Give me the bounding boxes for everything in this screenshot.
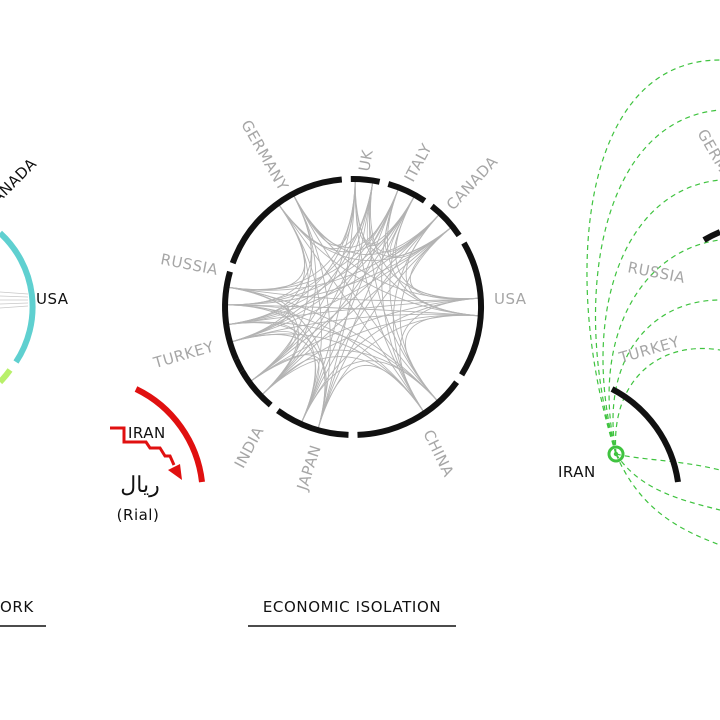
center-chord [226, 213, 441, 291]
center-chord [260, 194, 416, 397]
left-label-usa: USA [36, 290, 69, 308]
center-arc-italy [387, 181, 427, 204]
center-chord [249, 349, 439, 403]
left-panel: ANADA USA ORK [0, 154, 69, 627]
iran-currency-native: ریال [120, 473, 159, 498]
center-caption: ECONOMIC ISOLATION [263, 598, 441, 616]
center-chord [226, 286, 481, 302]
center-arc-germany [229, 176, 343, 265]
center-label-germany: GERMANY [237, 117, 292, 194]
center-label-usa: USA [494, 290, 527, 308]
left-lime-arc [0, 368, 13, 385]
right-label-russia: RUSSIA [626, 258, 687, 287]
center-chord [260, 358, 320, 425]
iran-inset-label: IRAN [128, 424, 166, 442]
center-chord [354, 178, 425, 414]
right-label-germany: GERM [694, 126, 720, 175]
center-arc-canada [429, 203, 462, 238]
center-panel: GERMANY UK ITALY CANADA USA CHINA JAPAN … [151, 117, 527, 627]
iran-rial-inset: IRAN ریال (Rial) [110, 386, 205, 524]
center-chord [317, 194, 416, 431]
center-chord [226, 297, 481, 326]
center-chord [300, 213, 441, 425]
center-arc-china [357, 380, 460, 438]
center-chord [317, 226, 453, 431]
currency-drop-arrow-head [168, 464, 182, 480]
center-chord [226, 286, 299, 397]
center-chord [317, 314, 481, 431]
center-chord [226, 286, 326, 431]
left-usa-arc [0, 230, 36, 364]
center-label-china: CHINA [419, 427, 457, 480]
right-label-turkey: TURKEY [616, 332, 682, 367]
center-chord [249, 297, 481, 383]
center-chords [224, 178, 481, 431]
right-panel: IRAN RUSSIA TURKEY GERM [558, 59, 720, 546]
iran-currency-latin: (Rial) [117, 506, 160, 524]
center-chord [292, 193, 439, 403]
center-label-russia: RUSSIA [159, 250, 220, 279]
center-chord [224, 226, 453, 306]
right-black-arc-upper [702, 229, 720, 243]
center-label-uk: UK [355, 147, 377, 172]
center-chord [226, 286, 290, 343]
center-chord [224, 194, 416, 306]
iran-red-arc [134, 386, 205, 483]
right-label-iran: IRAN [558, 463, 596, 481]
center-chord [224, 304, 289, 326]
center-arc-japan [276, 408, 349, 438]
currency-drop-arrow-icon [110, 426, 176, 466]
center-label-japan: JAPAN [293, 443, 325, 494]
center-chord [229, 193, 313, 343]
center-chord [249, 213, 441, 383]
center-arc-russia [222, 270, 239, 361]
center-label-italy: ITALY [401, 140, 436, 185]
center-arc-turkey [233, 357, 245, 373]
center-chord [260, 314, 481, 397]
center-arc-uk [350, 175, 381, 185]
center-arc-usa [459, 241, 485, 377]
center-chord [300, 297, 481, 425]
center-chord [277, 203, 425, 414]
center-chord [300, 187, 400, 425]
left-caption: ORK [0, 598, 34, 616]
center-chord [224, 304, 295, 383]
center-label-canada: CANADA [443, 152, 502, 213]
center-arcs [222, 175, 485, 438]
center-chord [229, 180, 374, 343]
center-label-turkey: TURKEY [151, 337, 217, 372]
left-label-canada: ANADA [0, 154, 40, 206]
iran-target-icon [607, 445, 625, 463]
right-dashed-links [586, 59, 720, 546]
right-black-arc-lower [610, 386, 681, 483]
center-arc-india [239, 369, 273, 408]
center-chord [224, 304, 316, 425]
center-label-india: INDIA [231, 423, 268, 471]
center-chord [317, 180, 374, 431]
left-usa-chords [0, 291, 29, 309]
